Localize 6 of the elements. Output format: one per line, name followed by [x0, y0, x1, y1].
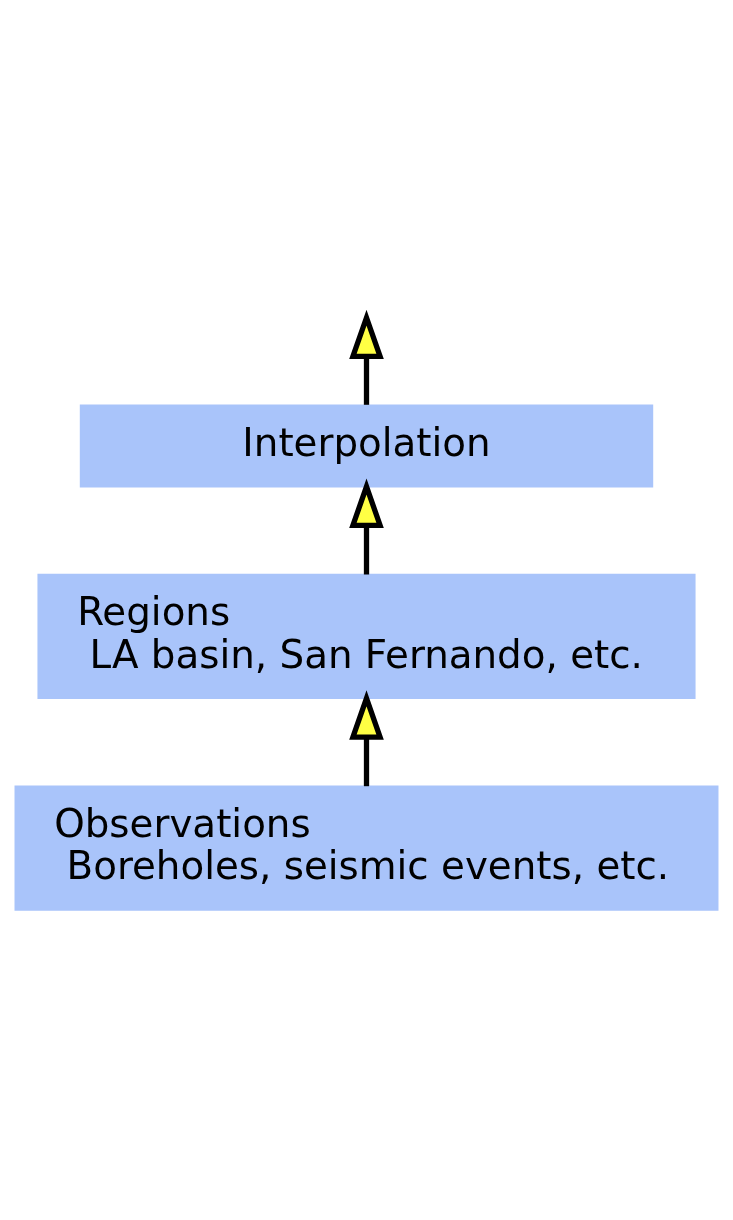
- arrow: [349, 309, 384, 405]
- arrow: [349, 478, 384, 575]
- arrow: [349, 690, 384, 787]
- node-box: Observations Boreholes, seismic events, etc.: [14, 785, 719, 911]
- node-box: Interpolation: [79, 404, 654, 488]
- node-box: Regions LA basin, San Fernando, etc.: [37, 573, 696, 700]
